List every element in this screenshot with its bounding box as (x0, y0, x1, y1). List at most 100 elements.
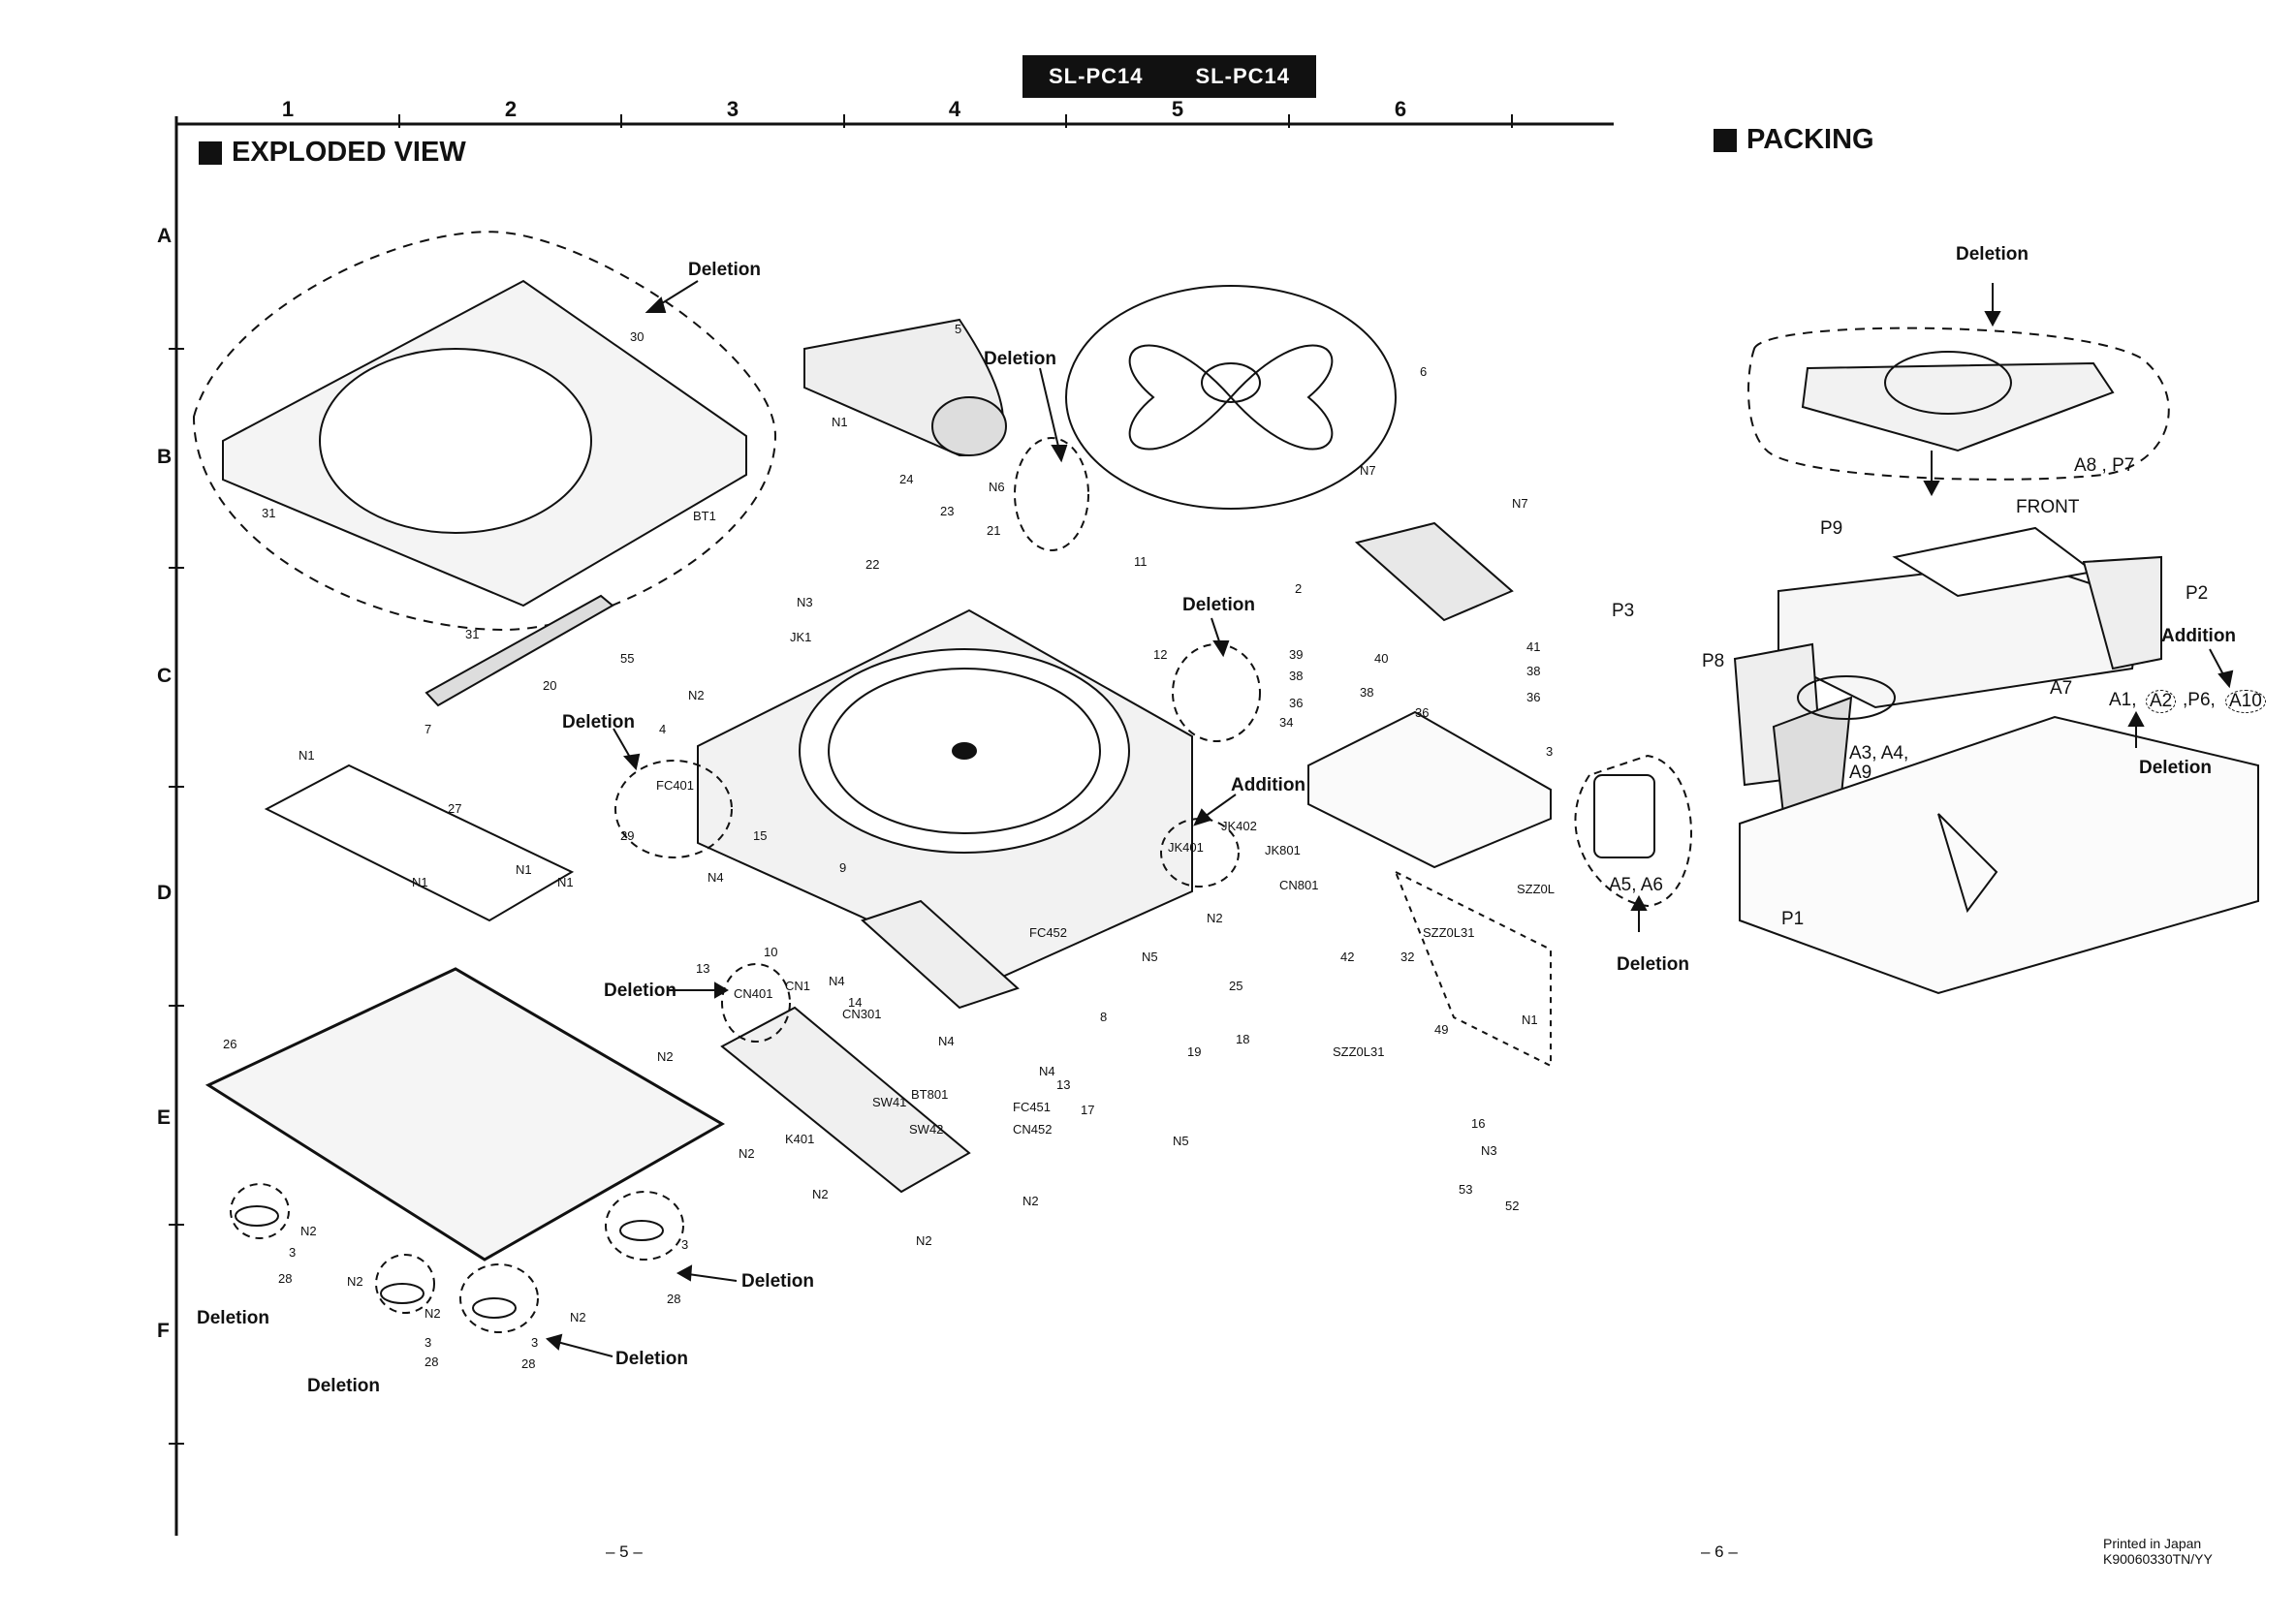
grid-column-2: 2 (504, 97, 518, 121)
part-label: CN401 (734, 986, 773, 1001)
part-label: SW41 (872, 1095, 907, 1109)
hinge-bar-part (425, 594, 614, 707)
part-label: N4 (708, 870, 724, 885)
grid-row-f: F (157, 1320, 170, 1342)
packing-label-p8: P8 (1702, 651, 1725, 671)
part-label: N1 (557, 875, 574, 889)
grid-frame (174, 116, 1614, 1536)
page-number-right: – 6 – (1701, 1542, 1738, 1561)
part-label: 31 (465, 627, 480, 641)
part-label: 38 (1526, 664, 1541, 678)
part-label: 2 (1295, 581, 1303, 596)
deletion-outline-cover (192, 231, 777, 632)
part-label: 30 (630, 329, 645, 344)
part-label: 3 (681, 1237, 689, 1252)
part-label: N4 (938, 1034, 955, 1048)
packing-label-p2: P2 (2186, 583, 2209, 604)
grid-row-b: B (157, 446, 173, 468)
part-label: 19 (1187, 1044, 1202, 1059)
addition-note: Addition (1231, 775, 1306, 795)
part-label: 14 (848, 995, 863, 1010)
part-label: 12 (1153, 647, 1168, 662)
part-label: 34 (1279, 715, 1294, 730)
part-label: SZZ0L (1517, 882, 1556, 896)
part-label: BT801 (911, 1087, 949, 1102)
part-label: 13 (1056, 1077, 1071, 1092)
exploded-drawing (192, 231, 1552, 1333)
exploded-arrows (545, 280, 1237, 1357)
heading-square-icon (1714, 128, 1737, 152)
part-label: 39 (1289, 647, 1304, 662)
part-label: N6 (989, 480, 1005, 494)
deletion-note: Deletion (562, 712, 635, 732)
part-label: CN801 (1279, 878, 1319, 892)
part-label: 32 (1400, 950, 1415, 964)
packing-arrows (1630, 283, 2234, 932)
dust-cover-window (319, 348, 592, 534)
model-label-left: SL-PC14 (1049, 64, 1144, 88)
packing-title-text: PACKING (1746, 124, 1874, 155)
deletion-note: Deletion (307, 1376, 380, 1396)
part-label: N5 (1173, 1134, 1189, 1148)
grid-ticks (169, 114, 1513, 1445)
grid-column-1: 1 (281, 97, 295, 121)
part-label: 3 (531, 1335, 539, 1350)
document-code: K90060330TN/YY (2103, 1551, 2213, 1567)
exploded-view-title-text: EXPLODED VIEW (232, 137, 466, 168)
grid-row-a: A (157, 225, 173, 247)
deletion-note: Deletion (615, 1349, 688, 1369)
bottom-plate-part (204, 967, 726, 1262)
packing-label-a7: A7 (2050, 678, 2073, 699)
packing-label-a10: A10 (2225, 690, 2266, 713)
part-label: K401 (785, 1132, 815, 1146)
part-label: 55 (620, 651, 635, 666)
part-label: 38 (1360, 685, 1374, 700)
deletion-note: Deletion (688, 260, 761, 280)
model-label-right: SL-PC14 (1195, 64, 1290, 88)
packing-label-a9: A9 (1849, 763, 1872, 783)
grid-row-c: C (157, 665, 173, 687)
deletion-note: Deletion (197, 1308, 269, 1328)
part-label: 8 (1100, 1010, 1108, 1024)
part-label: CN1 (785, 979, 811, 993)
part-label: N1 (299, 748, 315, 763)
part-label: N7 (1360, 463, 1376, 478)
grid-column-4: 4 (948, 97, 961, 121)
part-label: SZZ0L31 (1423, 925, 1475, 940)
pcb-part (720, 1006, 971, 1194)
part-label: 9 (839, 860, 847, 875)
part-label: 17 (1081, 1103, 1095, 1117)
deletion-note: Deletion (741, 1271, 814, 1292)
part-label: 3 (1546, 744, 1554, 759)
part-label: 3 (289, 1245, 297, 1260)
part-label: N2 (916, 1233, 932, 1248)
exploded-view-title: EXPLODED VIEW (199, 137, 466, 169)
part-label: N5 (1142, 950, 1158, 964)
grid-row-e: E (157, 1106, 172, 1129)
part-label: 28 (521, 1356, 536, 1371)
print-footer: Printed in Japan K90060330TN/YY (2103, 1536, 2213, 1567)
packing-title: PACKING (1714, 124, 1874, 156)
part-label: N7 (1512, 496, 1528, 511)
part-label: N2 (688, 688, 705, 702)
model-badge: SL-PC14 SL-PC14 (1022, 55, 1316, 98)
part-label: JK1 (790, 630, 812, 644)
part-label: N1 (1522, 1012, 1538, 1027)
shield-plate-part (264, 763, 575, 922)
part-label: 42 (1340, 950, 1355, 964)
part-label: N2 (739, 1146, 755, 1161)
packing-label-a2: A2 (2146, 690, 2177, 713)
packing-addition-note: Addition (2161, 626, 2237, 646)
part-label: 23 (940, 504, 955, 518)
deletion-note: Deletion (604, 981, 676, 1001)
packing-label-p3: P3 (1612, 601, 1635, 621)
part-label: SZZ0L31 (1333, 1044, 1385, 1059)
part-label: 31 (262, 506, 276, 520)
deletion-note: Deletion (984, 349, 1056, 369)
mechanism-part (1307, 710, 1552, 869)
part-label: SW42 (909, 1122, 944, 1137)
packing-deletion-note: Deletion (2139, 758, 2212, 778)
part-label: 7 (425, 722, 432, 736)
heading-square-icon (199, 140, 222, 165)
part-label: 10 (764, 945, 778, 959)
